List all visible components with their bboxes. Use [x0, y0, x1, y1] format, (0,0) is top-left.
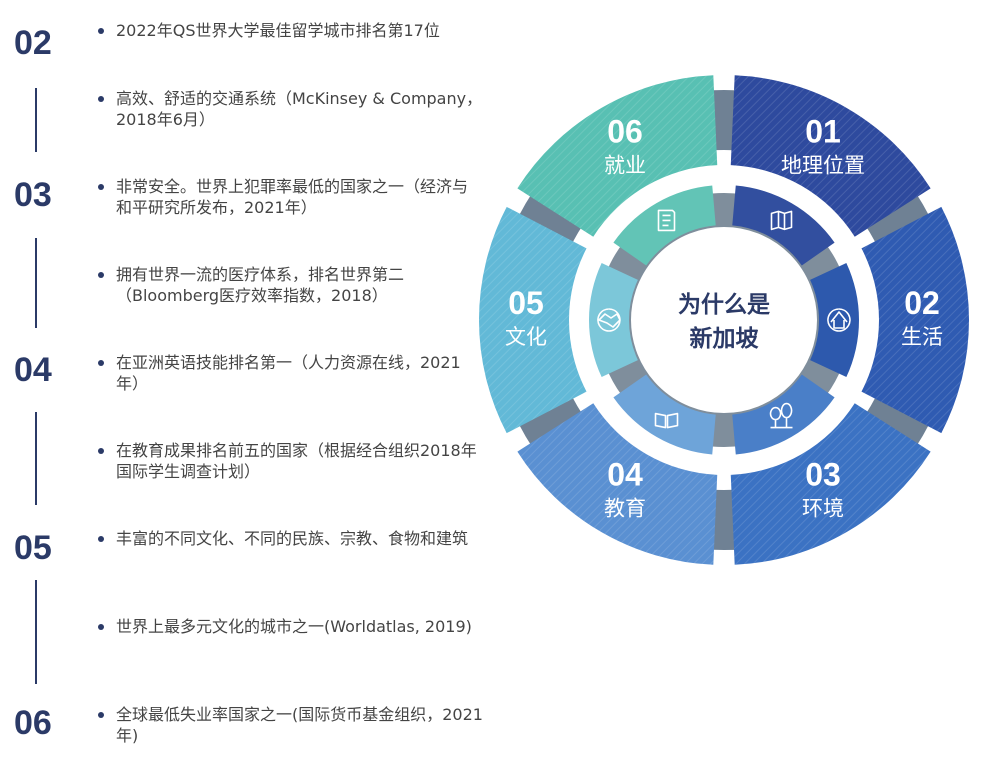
- list-item: 非常安全。世界上犯罪率最低的国家之一（经济与和平研究所发布，2021年）: [98, 176, 483, 218]
- list-item: 全球最低失业率国家之一(国际货币基金组织，2021年): [98, 704, 483, 746]
- segment-icons: [597, 209, 851, 429]
- segment-label: 就业: [604, 154, 646, 178]
- bullet-icon: [98, 272, 104, 278]
- connector-line: [35, 412, 37, 505]
- segment-label: 生活: [901, 325, 943, 349]
- segment-label: 地理位置: [781, 154, 865, 178]
- segment-number: 01: [805, 114, 841, 150]
- handshake-icon: [597, 308, 621, 332]
- bullet-icon: [98, 536, 104, 542]
- center-circle: [636, 232, 812, 408]
- bullet-icon: [98, 184, 104, 190]
- inner-segment-03: [732, 374, 835, 455]
- outer-segments: [479, 75, 969, 565]
- bullet-icon: [98, 28, 104, 34]
- segment-number: 06: [607, 114, 643, 150]
- center-title-line2: 新加坡: [690, 325, 759, 352]
- outer-segment-texture: [861, 206, 969, 434]
- list-item: 拥有世界一流的医疗体系，排名世界第二（Bloomberg医疗效率指数，2018）: [98, 264, 483, 306]
- inner-segment-01: [732, 185, 835, 266]
- list-item: 在亚洲英语技能排名第一（人力资源在线，2021年）: [98, 352, 483, 394]
- segment-labels: 01 地理位置 02 生活 03 环境 04 教育 05 文化 06 就业: [505, 114, 943, 521]
- segment-number: 04: [607, 456, 643, 492]
- outer-segment-texture: [517, 75, 718, 237]
- bullet-icon: [98, 96, 104, 102]
- bullet-icon: [98, 360, 104, 366]
- segment-number: 03: [805, 456, 841, 492]
- inner-segment-04: [613, 374, 716, 455]
- outer-segment-texture: [730, 403, 931, 565]
- segment-label: 教育: [604, 496, 646, 520]
- map-icon: [770, 210, 793, 231]
- home-badge-icon: [827, 308, 851, 332]
- connector-line: [35, 88, 37, 152]
- segment-number: 02: [904, 285, 940, 321]
- list-item: 2022年QS世界大学最佳留学城市排名第17位: [98, 20, 483, 41]
- list-item: 世界上最多元文化的城市之一(Worldatlas, 2019): [98, 616, 483, 637]
- center-title-line1: 为什么是: [678, 292, 770, 318]
- section-number-06: 06: [14, 704, 52, 742]
- bullet-icon: [98, 448, 104, 454]
- connector-line: [35, 580, 37, 684]
- list-item: 高效、舒适的交通系统（McKinsey & Company，2018年6月）: [98, 88, 483, 130]
- section-number-03: 03: [14, 176, 52, 214]
- list-item: 在教育成果排名前五的国家（根据经合组织2018年国际学生调查计划）: [98, 440, 483, 482]
- outer-segment-texture: [517, 403, 718, 565]
- outer-segment-texture: [479, 206, 587, 434]
- inner-segment-05: [589, 262, 638, 378]
- section-number-04: 04: [14, 351, 52, 389]
- bullet-icon: [98, 624, 104, 630]
- segment-label: 文化: [505, 325, 547, 349]
- list-item: 丰富的不同文化、不同的民族、宗教、食物和建筑: [98, 528, 483, 549]
- section-number-05: 05: [14, 529, 52, 567]
- segment-number: 05: [508, 285, 544, 321]
- book-icon: [654, 412, 679, 429]
- outer-segment-texture: [730, 75, 931, 237]
- segment-label: 环境: [802, 496, 844, 520]
- bullet-icon: [98, 712, 104, 718]
- trees-icon: [769, 402, 793, 429]
- section-number-02: 02: [14, 24, 52, 62]
- resume-icon: [657, 209, 676, 232]
- connector-line: [35, 238, 37, 328]
- singapore-wheel-diagram: 为什么是 新加坡 01 地理位置 02 生活 03 环境 04 教育 05 文化 06 就业: [479, 75, 969, 565]
